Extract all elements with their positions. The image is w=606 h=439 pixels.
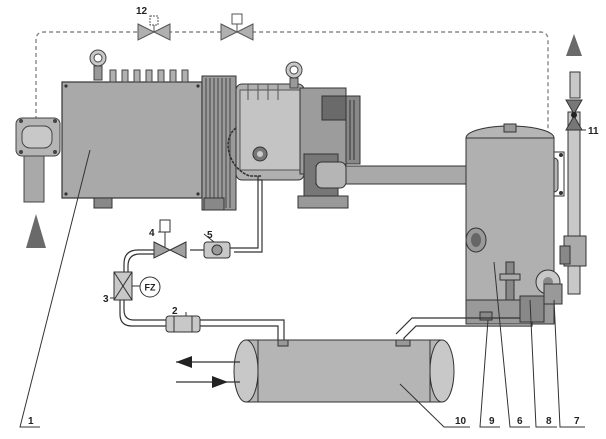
oil-heater xyxy=(479,311,493,321)
callout-10: 10 xyxy=(455,416,467,427)
dashed-control-line xyxy=(35,31,549,138)
callout-5: 5 xyxy=(207,230,213,241)
sight-glass-5 xyxy=(203,241,231,259)
solenoid-valve-4 xyxy=(153,219,187,259)
suction-inlet-pipe xyxy=(15,117,61,203)
callout-7: 7 xyxy=(574,416,580,427)
water-flow-arrows xyxy=(176,356,240,388)
check-valve-11 xyxy=(565,99,583,131)
compressor-oil-section xyxy=(235,61,361,209)
callout-2: 2 xyxy=(172,306,178,317)
callout-4: 4 xyxy=(149,228,155,239)
pressure-switch-label: FZ xyxy=(145,283,156,293)
callout-8: 8 xyxy=(546,416,552,427)
callout-6: 6 xyxy=(517,416,523,427)
oil-tube-loop xyxy=(227,127,262,177)
callout-1: 1 xyxy=(28,416,34,427)
discharge-outlet-pipe xyxy=(559,71,587,295)
suction-flow-arrow xyxy=(26,214,46,248)
oil-cooler-filter-2 xyxy=(165,315,201,333)
oil-injection-line xyxy=(230,176,259,249)
solenoid-valve-12 xyxy=(137,15,171,41)
callout-3: 3 xyxy=(103,294,109,305)
oil-cooler xyxy=(233,339,455,403)
callout-12: 12 xyxy=(136,6,148,17)
discharge-flow-arrow xyxy=(566,34,582,56)
oil-filter-7 xyxy=(519,269,563,323)
screw-compressor xyxy=(61,49,237,211)
callout-11: 11 xyxy=(588,126,599,137)
callout-9: 9 xyxy=(489,416,495,427)
filter-drier-3: FZ xyxy=(113,271,161,301)
solenoid-valve-top xyxy=(220,13,254,41)
oil-level-switch xyxy=(499,261,521,301)
